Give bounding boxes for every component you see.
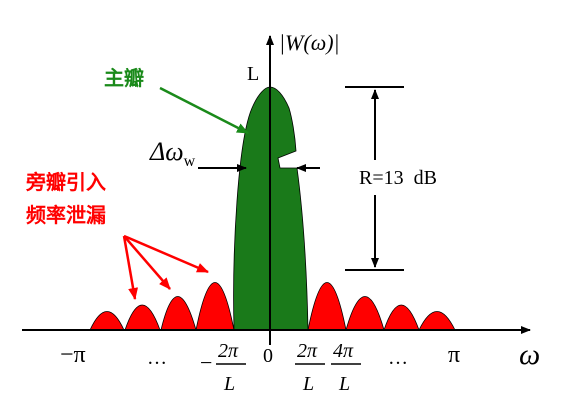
tick-dots-left: … xyxy=(147,347,167,369)
side-lobe-pointer-2 xyxy=(123,235,171,290)
side-lobe-pointer-1 xyxy=(122,235,139,300)
y-axis-label: |W(ω)| xyxy=(279,30,340,55)
side-lobe-right-2 xyxy=(345,296,385,331)
tick-zero: 0 xyxy=(263,345,273,367)
x-axis-label: ω xyxy=(519,338,540,371)
side-lobe-right-3 xyxy=(383,304,420,331)
tick-four-pi-over-l-den: L xyxy=(338,373,350,395)
side-lobe-right-4 xyxy=(418,311,456,331)
side-lobe-label-line2: 频率泄漏 xyxy=(26,203,106,227)
main-lobe-pointer xyxy=(159,86,249,135)
tick-pi: π xyxy=(448,342,460,368)
side-lobe-left-4 xyxy=(89,311,125,331)
tick-four-pi-over-l-num: 4π xyxy=(333,340,354,362)
peak-label: L xyxy=(247,63,259,85)
tick-two-pi-over-l-den: L xyxy=(302,373,314,395)
side-lobe-left-1 xyxy=(195,282,235,331)
side-lobe-label-line1: 旁瓣引入 xyxy=(25,170,106,194)
tick-neg-pi: −π xyxy=(60,342,86,368)
tick-neg-two-pi-over-l-den: L xyxy=(223,373,235,395)
tick-dots-right: … xyxy=(388,347,408,369)
main-lobe-label: 主瓣 xyxy=(104,66,144,90)
tick-neg-two-pi-over-l-sign: − xyxy=(200,350,212,375)
delta-omega-subscript: w xyxy=(184,153,196,170)
delta-omega-main: Δω xyxy=(149,137,184,166)
side-lobe-left-3 xyxy=(124,304,161,331)
tick-neg-two-pi-over-l-num: 2π xyxy=(218,340,239,362)
side-lobe-right-1 xyxy=(307,282,347,331)
side-lobe-left-2 xyxy=(160,296,197,331)
tick-two-pi-over-l-num: 2π xyxy=(297,340,318,362)
ratio-label: R=13 dB xyxy=(359,167,437,189)
side-lobe-pointer-3 xyxy=(123,234,209,274)
delta-omega-label: Δωw xyxy=(149,137,196,170)
